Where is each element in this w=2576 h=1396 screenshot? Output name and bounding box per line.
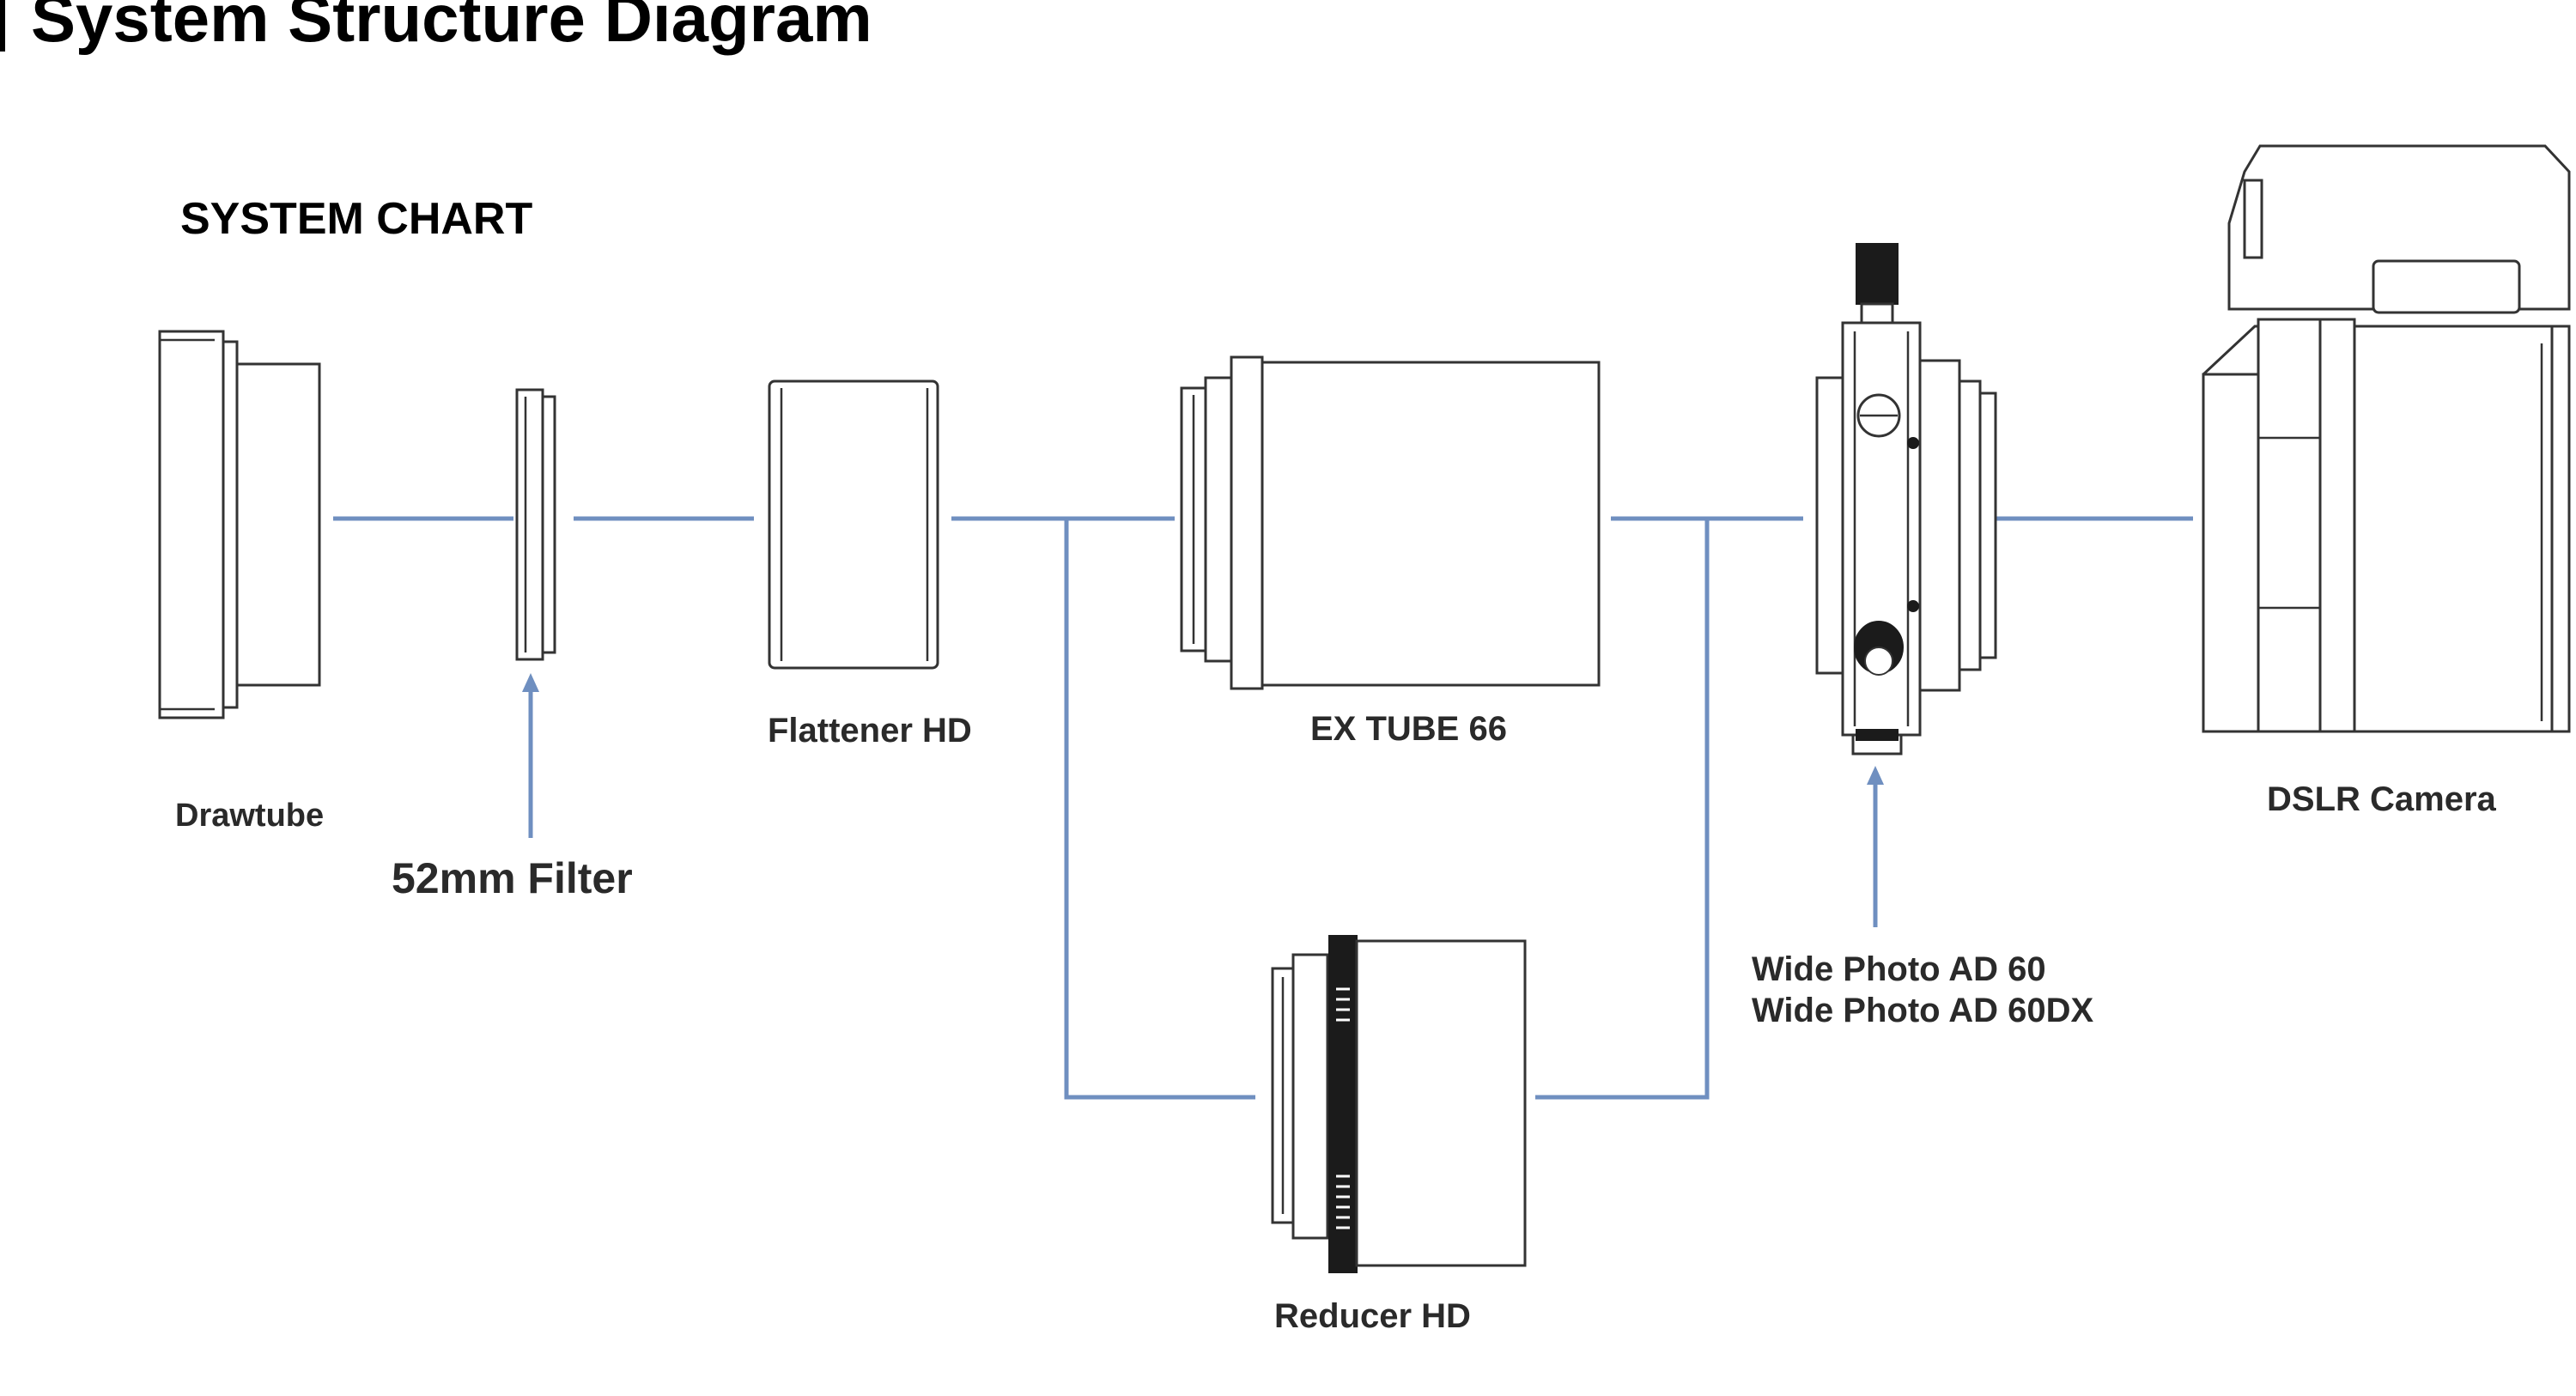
filter-pointer-arrowhead <box>522 673 539 692</box>
reducer-label: Reducer HD <box>1274 1297 1471 1335</box>
connector-branch-to-reducer <box>1064 519 1255 1100</box>
title-edge-mark <box>0 0 5 52</box>
camera-label: DSLR Camera <box>2267 780 2497 818</box>
wide-photo-label-line1: Wide Photo AD 60 <box>1752 950 2046 988</box>
ex-tube-label: EX TUBE 66 <box>1310 710 1507 748</box>
dslr-camera-illustration <box>2202 144 2571 733</box>
connector-reducer-to-widephoto <box>1535 519 1710 1100</box>
filter-label: 52mm Filter <box>392 854 633 902</box>
drawtube-label: Drawtube <box>175 798 324 834</box>
flattener-label: Flattener HD <box>768 712 972 750</box>
widephoto-pointer-arrowhead <box>1867 766 1884 785</box>
flattener-illustration <box>768 379 939 670</box>
reducer-illustration <box>1271 935 1527 1273</box>
drawtube-illustration <box>158 330 321 719</box>
connector-lines <box>333 516 2193 1100</box>
wide-photo-label-line2: Wide Photo AD 60DX <box>1752 992 2094 1029</box>
page-title: System Structure Diagram <box>31 0 872 56</box>
filter-illustration <box>515 388 556 661</box>
ex-tube-illustration <box>1180 355 1601 690</box>
wide-photo-adapter-illustration <box>1815 243 1997 756</box>
chart-heading: SYSTEM CHART <box>180 194 532 244</box>
